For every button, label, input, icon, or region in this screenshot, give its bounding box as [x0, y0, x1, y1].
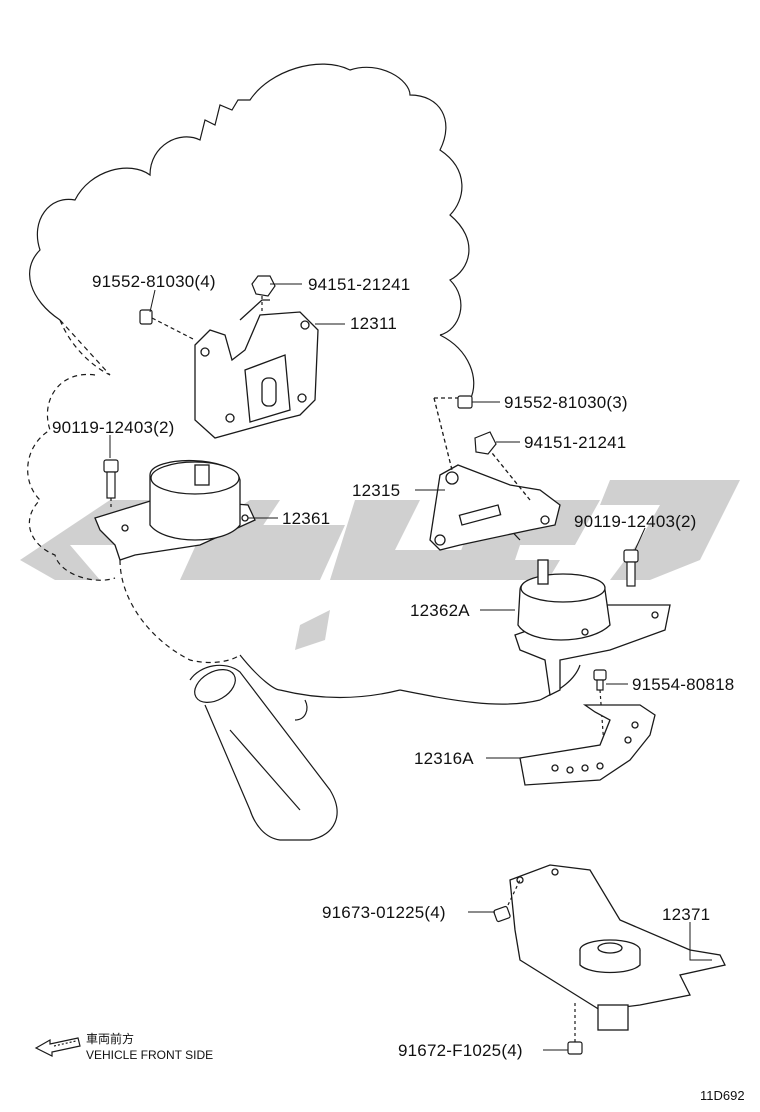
label-91554-80818: 91554-80818	[632, 675, 735, 694]
bolt-90119-right	[623, 549, 639, 587]
bolt-91554	[593, 669, 607, 761]
mount-12362A	[514, 559, 671, 696]
front-arrow-icon	[34, 1037, 81, 1057]
leader-lines	[109, 283, 712, 1051]
label-90119-12403-left: 90119-12403(2)	[52, 418, 175, 437]
label-90119-12403-right: 90119-12403(2)	[574, 512, 697, 531]
bolt-91552-right	[457, 395, 473, 409]
bolt-91552-top	[139, 309, 196, 341]
label-91552-81030-4: 91552-81030(4)	[92, 272, 216, 291]
bracket-12316A	[519, 704, 656, 786]
drive-shaft	[189, 664, 338, 841]
label-12371: 12371	[662, 905, 711, 924]
legend-jp-text: 車両前方	[86, 1032, 135, 1046]
label-91673-01225: 91673-01225(4)	[322, 903, 446, 922]
legend-en-text: VEHICLE FRONT SIDE	[86, 1048, 214, 1062]
label-12311: 12311	[350, 314, 398, 333]
mount-12371	[509, 864, 726, 1031]
label-94151-21241-right: 94151-21241	[524, 433, 627, 452]
label-12362A: 12362A	[410, 601, 470, 620]
bolt-91673	[493, 879, 521, 923]
nut-94151-right	[474, 431, 497, 455]
bracket-12315	[429, 397, 561, 551]
diagram-code: 11D692	[700, 1088, 745, 1103]
bracket-12311	[194, 299, 319, 439]
label-94151-21241-top: 94151-21241	[308, 275, 411, 294]
label-12316A: 12316A	[414, 749, 474, 768]
nut-94151-top	[251, 275, 276, 312]
bolt-91672	[567, 1000, 583, 1055]
label-91552-81030-3: 91552-81030(3)	[504, 393, 628, 412]
label-91672-F1025: 91672-F1025(4)	[398, 1041, 523, 1060]
mount-12361	[94, 459, 256, 561]
label-12361: 12361	[282, 509, 331, 528]
label-12315: 12315	[352, 481, 401, 500]
bolt-90119-left	[103, 459, 119, 510]
